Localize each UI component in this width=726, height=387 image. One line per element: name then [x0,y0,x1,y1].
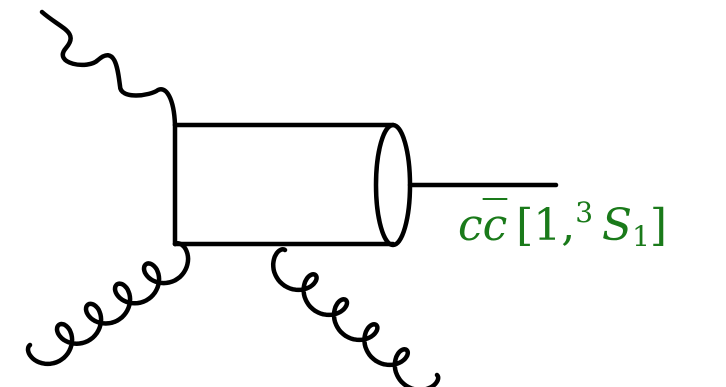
j-subscript: 1 [632,220,650,253]
gluon-curly-line-bottom [270,247,441,387]
orbital-symbol: S [601,200,633,251]
spin-superscript: 3 [575,196,594,229]
quark-symbol: c [458,200,483,251]
gluon-curly-line-left [25,240,191,367]
bound-state-ellipse [373,122,413,248]
photon-wavy-line [39,9,178,128]
antiquark-symbol: c [482,200,508,251]
color-index: 1 [533,200,562,251]
open-bracket: [ [516,200,534,251]
separator: , [561,200,576,251]
close-bracket: ] [649,200,668,251]
state-label: cc [1,3 S1] [458,199,667,251]
